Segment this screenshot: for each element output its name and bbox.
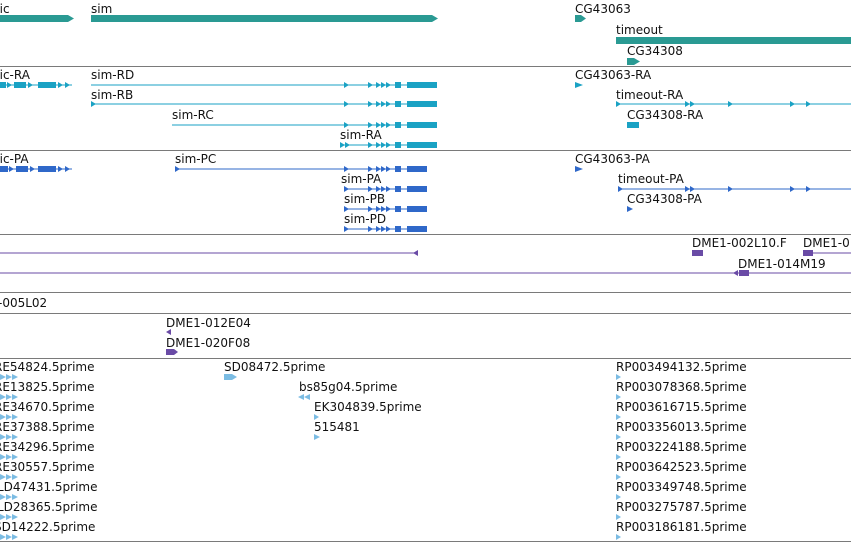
est-label-right-5[interactable]: RP003642523.5prime	[616, 460, 747, 474]
transcript-label-sim-ra[interactable]: sim-RA	[340, 128, 382, 142]
protein-sim-pa[interactable]	[344, 186, 427, 192]
transcript-pic-ra[interactable]	[0, 82, 72, 88]
transcript-sim-rb[interactable]	[91, 101, 437, 107]
est-label-middle-3[interactable]: 515481	[314, 420, 360, 434]
protein-cg43063-pa[interactable]	[575, 166, 583, 172]
transcript-cg34308-ra[interactable]	[627, 122, 639, 128]
est-label-right-6[interactable]: RP003349748.5prime	[616, 480, 747, 494]
gene-sim[interactable]	[91, 15, 438, 22]
protein-timeout-pa[interactable]	[618, 186, 851, 192]
gene-cg43063[interactable]	[575, 15, 586, 22]
protein-cg34308-pa[interactable]	[627, 206, 633, 212]
transcript-label-cg43063-ra[interactable]: CG43063-RA	[575, 68, 652, 82]
gene-pic[interactable]	[0, 15, 74, 22]
gene-label-sim[interactable]: sim	[91, 2, 113, 16]
est-label-left-2[interactable]: RE34670.5prime	[0, 400, 95, 414]
track-divider-clones	[0, 292, 851, 293]
clone-dme1-002l10f[interactable]	[692, 250, 703, 256]
est-label-right-2[interactable]: RP003616715.5prime	[616, 400, 747, 414]
track-divider-transcripts	[0, 150, 851, 151]
clone-label-005l02[interactable]: -005L02	[0, 296, 48, 310]
clone-label-dme1-014m19[interactable]: DME1-014M19	[738, 257, 826, 271]
protein-pic-pa[interactable]	[0, 166, 72, 172]
transcript-label-sim-rd[interactable]: sim-RD	[91, 68, 135, 82]
protein-label-sim-pb[interactable]: sim-PB	[344, 192, 386, 206]
gene-cg34308[interactable]	[627, 58, 640, 65]
est-label-left-5[interactable]: RE30557.5prime	[0, 460, 95, 474]
clone-label-dme1-0[interactable]: DME1-0	[803, 236, 850, 250]
gene-label-pic[interactable]: pic	[0, 2, 10, 16]
gene-timeout[interactable]	[616, 37, 851, 44]
clone-long-2[interactable]	[0, 270, 851, 276]
transcript-sim-ra[interactable]	[340, 142, 437, 148]
track-divider-clones-2	[0, 313, 851, 314]
est-label-right-8[interactable]: RP003186181.5prime	[616, 520, 747, 534]
protein-label-sim-pa[interactable]: sim-PA	[341, 172, 382, 186]
clone-label-dme1-020f08[interactable]: DME1-020F08	[166, 336, 251, 350]
protein-label-cg43063-pa[interactable]: CG43063-PA	[575, 152, 650, 166]
protein-label-sim-pd[interactable]: sim-PD	[344, 212, 387, 226]
est-label-right-7[interactable]: RP003275787.5prime	[616, 500, 747, 514]
clone-dme1-012e04[interactable]	[166, 329, 171, 335]
est-label-right-0[interactable]: RP003494132.5prime	[616, 360, 747, 374]
transcript-label-cg34308-ra[interactable]: CG34308-RA	[627, 108, 704, 122]
track-divider-genes	[0, 66, 851, 67]
transcript-label-timeout-ra[interactable]: timeout-RA	[616, 88, 684, 102]
transcript-label-pic-ra[interactable]: pic-RA	[0, 68, 30, 82]
clone-dme1-020f08[interactable]	[166, 349, 178, 355]
est-glyphs-left[interactable]	[0, 374, 18, 540]
est-label-left-1[interactable]: RE13825.5prime	[0, 380, 95, 394]
est-label-left-3[interactable]: RE37388.5prime	[0, 420, 95, 434]
gene-label-cg34308[interactable]: CG34308	[627, 44, 683, 58]
clone-long-1[interactable]	[0, 250, 418, 256]
transcript-label-sim-rb[interactable]: sim-RB	[91, 88, 134, 102]
est-label-middle-2[interactable]: EK304839.5prime	[314, 400, 422, 414]
est-glyphs-middle[interactable]	[224, 374, 320, 440]
gene-label-timeout[interactable]: timeout	[616, 23, 663, 37]
est-label-right-4[interactable]: RP003224188.5prime	[616, 440, 747, 454]
gene-label-cg43063[interactable]: CG43063	[575, 2, 631, 16]
track-divider-proteins	[0, 234, 851, 235]
clone-dme1-0[interactable]	[803, 250, 851, 256]
transcript-sim-rc[interactable]	[172, 122, 437, 128]
protein-sim-pd[interactable]	[344, 226, 427, 232]
est-label-middle-0[interactable]: SD08472.5prime	[224, 360, 326, 374]
est-label-left-8[interactable]: SD14222.5prime	[0, 520, 96, 534]
protein-label-sim-pc[interactable]: sim-PC	[175, 152, 217, 166]
protein-label-cg34308-pa[interactable]: CG34308-PA	[627, 192, 702, 206]
track-divider-clones-3	[0, 358, 851, 359]
clone-label-dme1-002l10f[interactable]: DME1-002L10.F	[692, 236, 787, 250]
transcript-timeout-ra[interactable]	[616, 101, 851, 107]
est-label-left-7[interactable]: LD28365.5prime	[0, 500, 98, 514]
est-glyphs-right[interactable]	[616, 374, 621, 540]
est-label-left-0[interactable]: RE54824.5prime	[0, 360, 95, 374]
protein-sim-pc[interactable]	[175, 166, 427, 172]
protein-label-timeout-pa[interactable]: timeout-PA	[618, 172, 684, 186]
protein-label-pic-pa[interactable]: pic-PA	[0, 152, 29, 166]
transcript-label-sim-rc[interactable]: sim-RC	[172, 108, 214, 122]
transcript-sim-rd[interactable]	[91, 82, 437, 88]
protein-sim-pb[interactable]	[344, 206, 427, 212]
transcript-cg43063-ra[interactable]	[575, 82, 583, 88]
est-label-middle-1[interactable]: bs85g04.5prime	[299, 380, 398, 394]
est-label-left-4[interactable]: RE34296.5prime	[0, 440, 95, 454]
est-label-right-3[interactable]: RP003356013.5prime	[616, 420, 747, 434]
clone-label-dme1-012e04[interactable]: DME1-012E04	[166, 316, 251, 330]
est-label-right-1[interactable]: RP003078368.5prime	[616, 380, 747, 394]
est-label-left-6[interactable]: LD47431.5prime	[0, 480, 98, 494]
